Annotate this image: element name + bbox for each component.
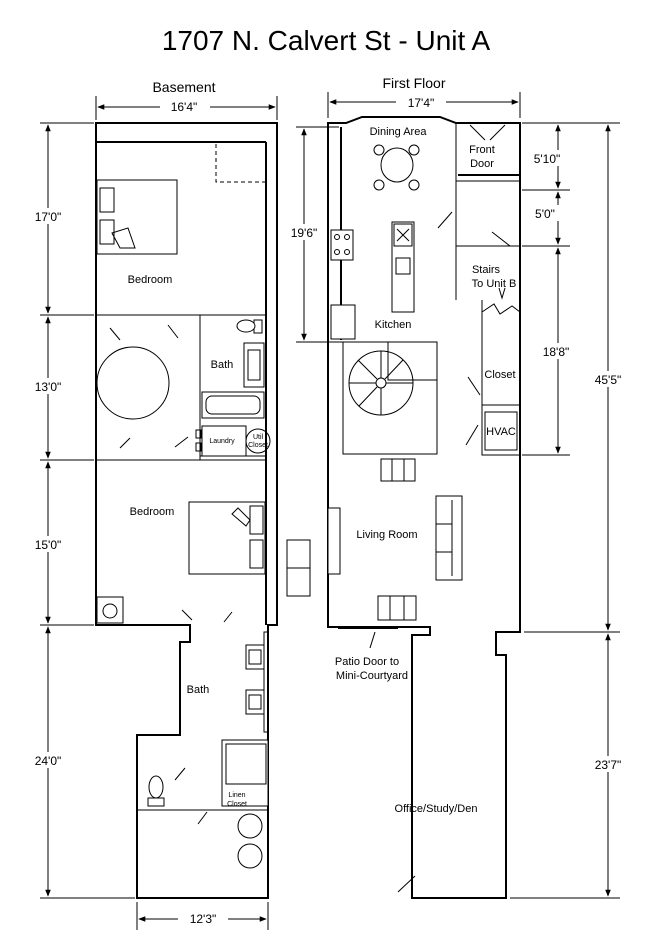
bed-icon [188,501,266,575]
basement-dim-3: 15'0" [35,538,62,552]
stairs-label-2: To Unit B [472,278,517,290]
first-floor-width-label: 17'4" [408,96,435,110]
plan-title: 1707 N. Calvert St - Unit A [162,25,491,56]
toilet-icon [147,775,165,807]
dryer-icon [237,843,263,869]
hvac-label: HVAC [486,426,516,438]
basement-width-dimension: 16'4" [95,96,278,120]
armchair-icon [380,458,416,482]
util-closet-label-2: Closet [248,442,268,449]
exterior-stair-icon [286,539,311,597]
sink-icon [245,689,265,715]
first-floor-label: First Floor [383,75,446,91]
linen-closet-label-2: Closet [227,801,247,808]
round-table-icon [96,346,170,420]
dining-area-label: Dining Area [370,126,428,138]
bed-icon [96,179,178,255]
patio-door-label-1: Patio Door to [335,656,399,668]
basement-bottom-width-label: 12'3" [190,912,217,926]
refrigerator-icon [330,304,356,340]
armchair-icon [377,595,417,621]
drain-icon [102,603,118,619]
basement-bottom-width-dimension: 12'3" [136,902,269,930]
sink-icon [245,644,265,670]
basement-plan: Basement 16'4" Bedroom [22,79,278,930]
basement-bath-2-label: Bath [187,684,210,696]
closet-label: Closet [484,369,515,381]
stairs-label-1: Stairs [472,264,501,276]
stairs-closet-dim-label: 18'8" [543,345,570,359]
total-height-dim-label: 45'5" [595,373,622,387]
kitchen-label: Kitchen [375,319,412,331]
basement-dim-4: 24'0" [35,754,62,768]
first-floor-width-dimension: 17'4" [327,92,521,118]
dining-kitchen-dimension: 19'6" [282,126,339,343]
stair-landing-dim-label: 5'0" [535,207,555,221]
office-label: Office/Study/Den [395,803,478,815]
sink-icon [243,342,265,388]
patio-door-label-2: Mini-Courtyard [336,670,408,682]
office-dim-label: 23'7" [595,758,622,772]
laundry-label: Laundry [209,438,235,445]
front-door-dim-label: 5'10" [534,152,561,166]
washer-icon [237,813,263,839]
stove-icon [330,229,354,261]
tv-console-icon [327,507,341,575]
right-outer-dimensions: 45'5" 23'7" [510,122,632,899]
linen-closet-label-1: Linen [228,792,245,799]
basement-dim-2: 13'0" [35,380,62,394]
living-room-label: Living Room [356,529,417,541]
dining-table-icon [373,144,420,191]
basement-dim-1: 17'0" [35,210,62,224]
basement-outer-wall [95,122,278,899]
dining-kitchen-dim-label: 19'6" [291,226,318,240]
first-floor-outer-wall [327,116,521,899]
basement-label: Basement [152,79,215,95]
bathtub-icon [201,391,265,419]
util-closet-label-1: Util [253,434,264,441]
spiral-stair-icon [342,341,438,455]
basement-height-dimensions: 17'0" 13'0" 15'0" 24'0" [22,122,135,899]
first-floor-plan: First Floor 17'4" Dining Area Front Door [282,75,632,899]
basement-bath-1-label: Bath [211,359,234,371]
basement-width-label: 16'4" [171,100,198,114]
toilet-icon [236,319,263,334]
hvac-unit [484,411,518,451]
kitchen-island-icon [391,221,415,313]
water-heater-icon [245,428,271,454]
basement-bedroom-1-label: Bedroom [128,274,173,286]
front-door-label-1: Front [469,144,495,156]
front-door-label-2: Door [470,158,494,170]
sofa-icon [435,495,463,581]
right-inner-dimensions: 5'10" 5'0" 18'8" [522,122,578,456]
shower-icon [221,739,269,807]
basement-bedroom-2-label: Bedroom [130,506,175,518]
